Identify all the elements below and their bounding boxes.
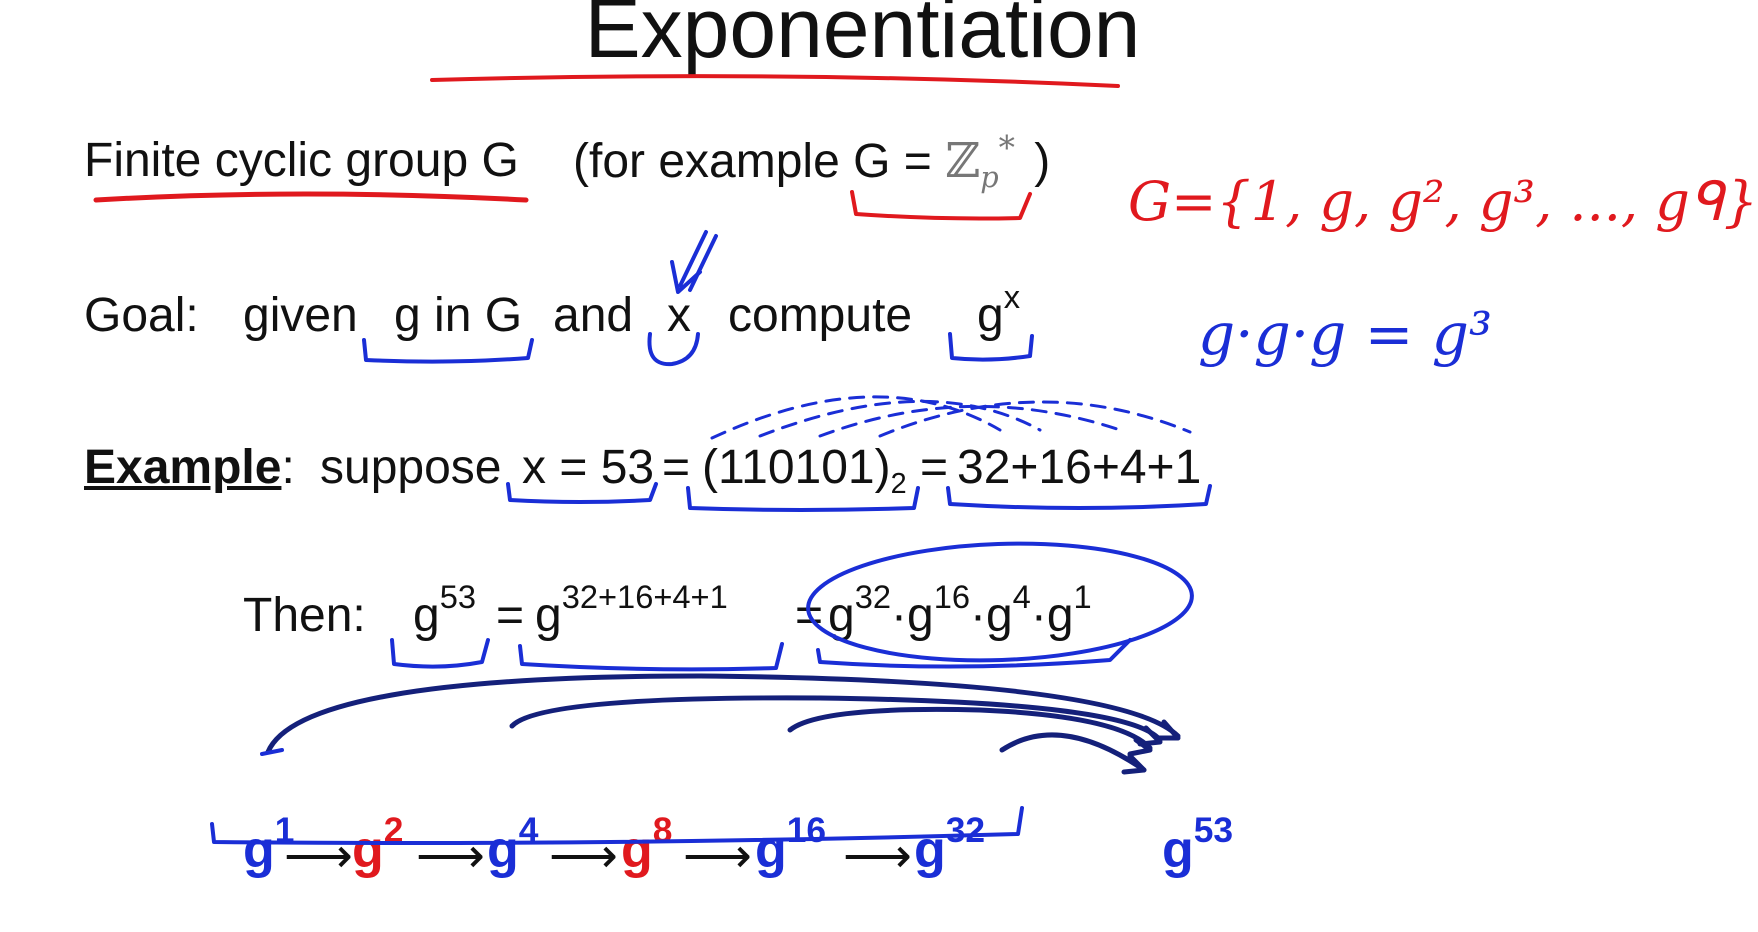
zp-superscript: * xyxy=(998,129,1015,168)
chain-result-base: g xyxy=(1162,821,1194,879)
product-dot-1: · xyxy=(891,589,907,642)
product-exp-1: 32 xyxy=(854,578,891,616)
binary-digits: (110101) xyxy=(702,441,891,494)
product-base-3: g xyxy=(985,589,1013,642)
then-gsum: g32+16+4+1 xyxy=(535,578,728,643)
zp-letter: ℤ xyxy=(945,133,981,189)
title-underline xyxy=(430,74,1120,88)
then-label: Then: xyxy=(243,589,366,642)
chain-exp-5: 16 xyxy=(786,811,827,851)
bracket-product xyxy=(816,638,1132,669)
chain-base-5: g xyxy=(755,821,787,879)
handwritten-cube: g·g·g = g³ xyxy=(1198,300,1493,368)
g53-base: g xyxy=(413,589,440,642)
slide-title: Exponentiation xyxy=(584,0,1141,75)
zp-symbol: ℤp* xyxy=(945,129,1015,194)
gx-base: g xyxy=(977,289,1004,342)
chain-base-6: g xyxy=(914,821,946,879)
goal-label: Goal: xyxy=(84,289,199,342)
bracket-g53 xyxy=(390,638,490,669)
example-colon: : xyxy=(281,441,295,494)
then-equals-2: = xyxy=(795,589,824,642)
goal-gx: gx xyxy=(977,278,1020,343)
chain-term-2: g2 xyxy=(352,811,403,880)
goal-compute: compute xyxy=(728,289,913,342)
then-equals-1: = xyxy=(496,589,525,642)
group-underline xyxy=(93,191,529,203)
product-base-2: g xyxy=(906,589,934,642)
chain-base-3: g xyxy=(487,821,519,879)
chain-term-6: g32 xyxy=(914,811,985,880)
then-g53: g53 xyxy=(413,578,476,643)
group-example: (for example G = ℤp* ) xyxy=(573,129,1051,194)
dashed-arcs xyxy=(710,395,1192,440)
chain-term-4: g8 xyxy=(621,811,672,880)
product-exp-4: 1 xyxy=(1073,578,1092,616)
chain-arrow-5: ⟶ xyxy=(843,830,912,883)
group-definition: Finite cyclic group G xyxy=(84,133,519,188)
product-base-4: g xyxy=(1046,589,1074,642)
goal-x: x xyxy=(667,289,691,342)
zp-bracket xyxy=(850,190,1032,221)
example-equals-2: = xyxy=(920,441,949,494)
bracket-g-in-g xyxy=(362,338,534,364)
example-close: ) xyxy=(1034,135,1051,188)
chain-term-5: g16 xyxy=(755,811,826,880)
group-text: Finite cyclic group G xyxy=(84,134,519,187)
example-equals-1: = xyxy=(662,441,691,494)
goal-given: given xyxy=(243,289,358,342)
gsum-exponent: 32+16+4+1 xyxy=(561,578,728,616)
chain-result-exp: 53 xyxy=(1193,811,1234,851)
example-label: Example: xyxy=(84,440,295,495)
goal-g-in-g: g in G xyxy=(394,289,523,342)
bracket-gsum xyxy=(518,642,784,672)
chain-arrow-2: ⟶ xyxy=(416,830,485,883)
example-x-equals: x = 53 xyxy=(522,441,655,494)
chain-start-tick xyxy=(260,748,284,756)
then-product: g32·g16·g4·g1 xyxy=(828,578,1092,643)
g53-exponent: 53 xyxy=(439,578,476,616)
goal-and: and xyxy=(553,289,634,342)
example-suppose: suppose xyxy=(320,441,502,494)
chain-result: g53 xyxy=(1162,811,1233,880)
chain-arrow-1: ⟶ xyxy=(284,830,353,883)
double-arrow-icon xyxy=(670,230,718,294)
product-exp-3: 4 xyxy=(1012,578,1031,616)
chain-exp-4: 8 xyxy=(652,811,673,851)
chain-arcs xyxy=(265,673,1181,773)
chain-exp-6: 32 xyxy=(945,811,986,851)
chain-base-1: g xyxy=(243,821,275,879)
arrowhead-icon xyxy=(1121,719,1181,775)
example-label-text: Example xyxy=(84,441,282,494)
example-sum: 32+16+4+1 xyxy=(957,441,1202,494)
handwritten-group-set: G={1, g, g², g³, ..., gᑫ} xyxy=(1128,170,1758,233)
chain-term-3: g4 xyxy=(487,811,538,880)
product-dot-3: · xyxy=(1030,589,1047,642)
binary-base: 2 xyxy=(890,468,907,501)
chain-exp-3: 4 xyxy=(518,811,539,851)
chain-base-4: g xyxy=(621,821,653,879)
chain-base-2: g xyxy=(352,821,384,879)
chain-exp-2: 2 xyxy=(383,811,404,851)
example-text: (for example G = xyxy=(573,135,946,188)
gx-exponent: x xyxy=(1003,278,1021,316)
chain-arrow-3: ⟶ xyxy=(549,830,618,883)
example-binary: (110101)2 xyxy=(702,440,907,500)
product-base-1: g xyxy=(828,589,855,642)
product-dot-2: · xyxy=(969,589,986,642)
gsum-base: g xyxy=(535,589,562,642)
zp-subscript: p xyxy=(980,160,999,195)
product-exp-2: 16 xyxy=(933,578,970,616)
chain-arrow-4: ⟶ xyxy=(683,830,752,883)
